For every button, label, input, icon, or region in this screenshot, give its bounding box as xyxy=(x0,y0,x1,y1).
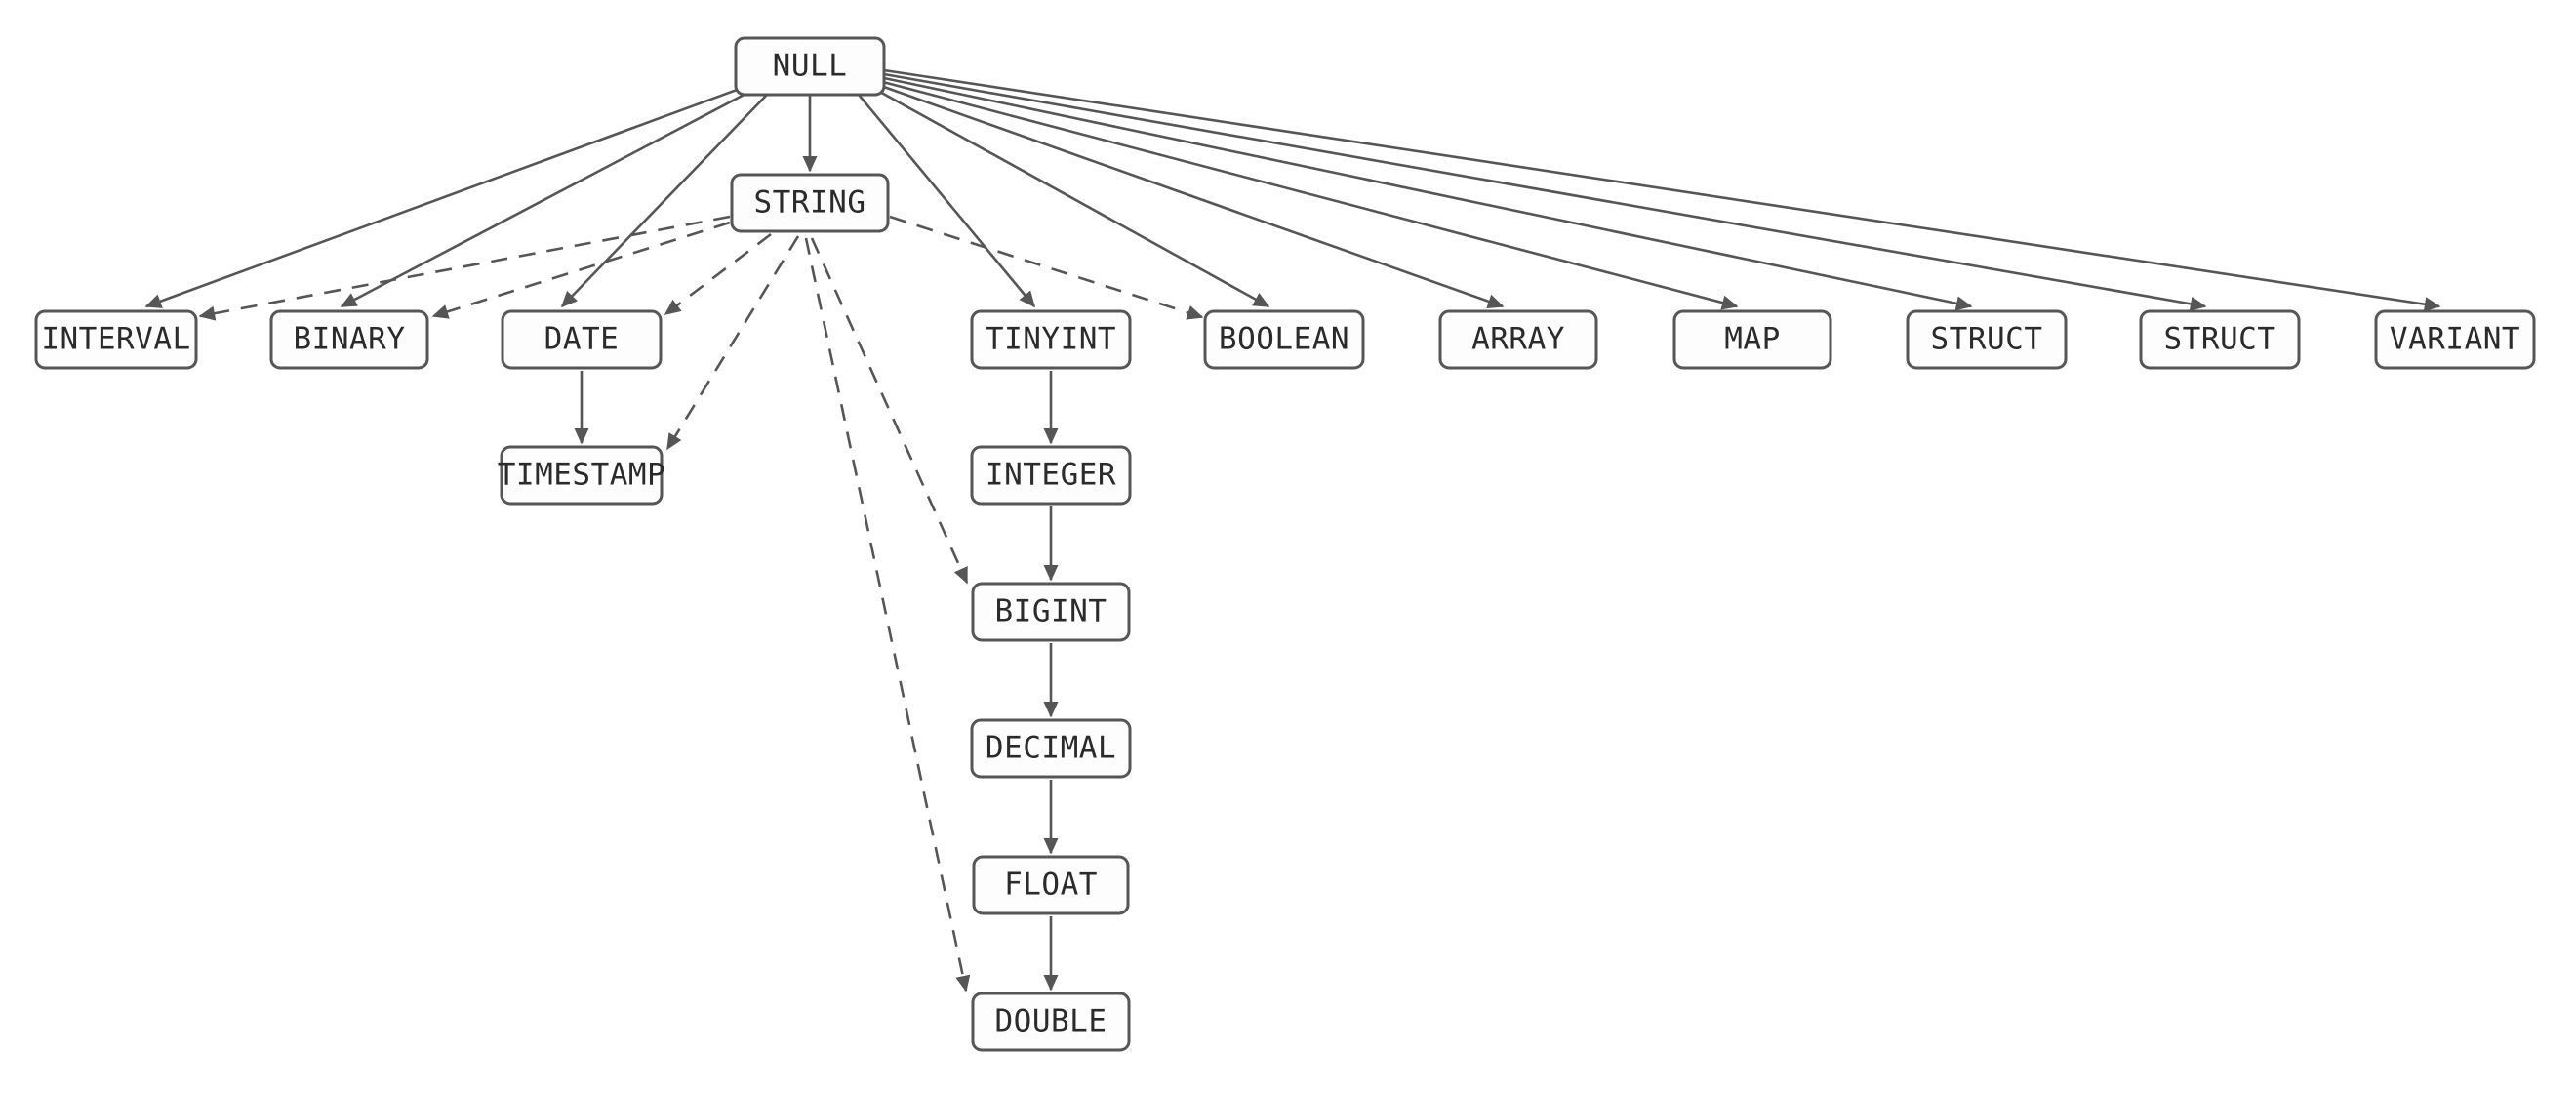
node-label-timestamp: TIMESTAMP xyxy=(498,458,665,493)
node-variant[interactable]: VARIANT xyxy=(2374,309,2536,370)
edge-string-to-bigint xyxy=(810,237,969,585)
node-integer[interactable]: INTEGER xyxy=(970,445,1132,506)
node-box-date[interactable] xyxy=(501,309,663,370)
node-label-integer: INTEGER xyxy=(986,458,1116,493)
node-tinyint[interactable]: TINYINT xyxy=(970,309,1132,370)
node-label-struct2: STRUCT xyxy=(2164,322,2276,357)
node-label-float: FLOAT xyxy=(1004,868,1098,903)
node-box-bigint[interactable] xyxy=(971,582,1131,642)
edge-string-to-timestamp xyxy=(665,235,800,451)
node-box-float[interactable] xyxy=(972,855,1130,915)
node-label-tinyint: TINYINT xyxy=(986,322,1116,357)
node-box-decimal[interactable] xyxy=(970,718,1132,779)
edge-null-to-date xyxy=(560,94,768,308)
edge-layer xyxy=(144,68,2441,992)
node-box-integer[interactable] xyxy=(970,445,1132,506)
node-box-struct2[interactable] xyxy=(2139,309,2301,370)
node-box-timestamp[interactable] xyxy=(500,445,664,506)
node-string[interactable]: STRING xyxy=(730,173,890,233)
node-binary[interactable]: BINARY xyxy=(269,309,429,370)
node-box-binary[interactable] xyxy=(269,309,429,370)
node-interval[interactable]: INTERVAL xyxy=(34,309,198,370)
edge-null-to-struct2 xyxy=(883,72,2207,311)
node-box-double[interactable] xyxy=(971,992,1131,1052)
node-box-struct1[interactable] xyxy=(1906,309,2068,370)
node-label-null: NULL xyxy=(773,49,848,84)
edge-null-to-binary xyxy=(340,88,754,308)
node-label-map: MAP xyxy=(1724,322,1781,357)
node-boolean[interactable]: BOOLEAN xyxy=(1203,309,1365,370)
node-label-decimal: DECIMAL xyxy=(986,731,1116,766)
edge-string-to-date xyxy=(664,232,772,316)
node-label-array: ARRAY xyxy=(1471,322,1565,357)
edge-null-to-variant xyxy=(883,68,2441,312)
edge-string-to-interval xyxy=(198,215,731,321)
node-box-array[interactable] xyxy=(1438,309,1598,370)
edge-string-to-boolean xyxy=(889,215,1204,320)
node-float[interactable]: FLOAT xyxy=(972,855,1130,915)
node-box-interval[interactable] xyxy=(34,309,198,370)
edge-null-to-boolean xyxy=(875,88,1270,308)
node-label-string: STRING xyxy=(754,185,866,221)
edge-null-to-map xyxy=(882,80,1739,310)
node-null[interactable]: NULL xyxy=(734,36,886,97)
node-bigint[interactable]: BIGINT xyxy=(971,582,1131,642)
node-box-map[interactable] xyxy=(1672,309,1832,370)
node-date[interactable]: DATE xyxy=(501,309,663,370)
edge-null-to-interval xyxy=(144,84,748,308)
edge-string-to-double xyxy=(804,237,971,992)
node-map[interactable]: MAP xyxy=(1672,309,1832,370)
node-label-double: DOUBLE xyxy=(995,1004,1107,1039)
node-layer: NULL STRING INTERVAL BINARY DATE TIMESTAMP TIN… xyxy=(34,36,2536,1052)
node-timestamp[interactable]: TIMESTAMP xyxy=(498,445,665,506)
node-array[interactable]: ARRAY xyxy=(1438,309,1598,370)
edge-null-to-array xyxy=(880,84,1505,309)
node-struct1[interactable]: STRUCT xyxy=(1906,309,2068,370)
node-box-null[interactable] xyxy=(734,36,886,97)
node-box-boolean[interactable] xyxy=(1203,309,1365,370)
node-label-date: DATE xyxy=(544,322,620,357)
edge-string-to-binary xyxy=(431,221,731,319)
node-label-struct1: STRUCT xyxy=(1931,322,2043,357)
node-label-boolean: BOOLEAN xyxy=(1219,322,1349,357)
node-label-binary: BINARY xyxy=(294,322,406,357)
node-label-interval: INTERVAL xyxy=(41,322,190,357)
edge-null-to-struct1 xyxy=(883,76,1973,311)
node-label-bigint: BIGINT xyxy=(995,594,1107,629)
node-struct2[interactable]: STRUCT xyxy=(2139,309,2301,370)
node-double[interactable]: DOUBLE xyxy=(971,992,1131,1052)
edge-null-to-tinyint xyxy=(857,94,1036,308)
node-box-tinyint[interactable] xyxy=(970,309,1132,370)
node-box-variant[interactable] xyxy=(2374,309,2536,370)
node-box-string[interactable] xyxy=(730,173,890,233)
node-label-variant: VARIANT xyxy=(2390,322,2520,357)
node-decimal[interactable]: DECIMAL xyxy=(970,718,1132,779)
